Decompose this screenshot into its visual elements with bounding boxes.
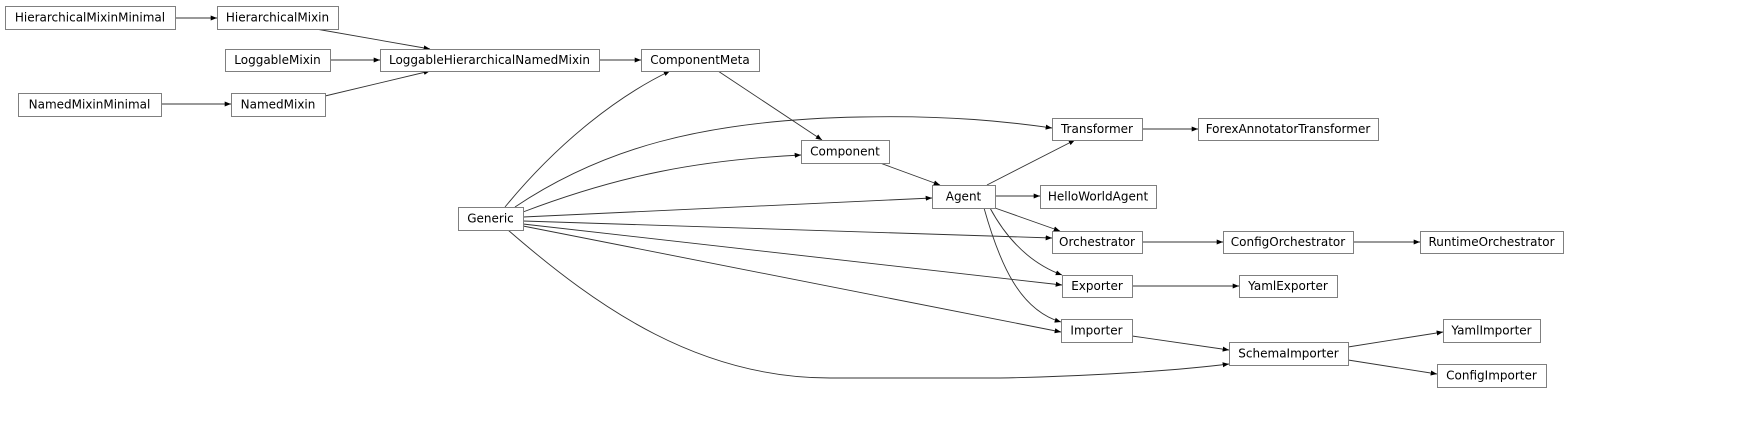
- node-config-orchestrator[interactable]: ConfigOrchestrator: [1223, 231, 1354, 254]
- node-orchestrator[interactable]: Orchestrator: [1052, 231, 1143, 254]
- node-label: Exporter: [1071, 279, 1123, 293]
- node-box: [380, 49, 600, 72]
- node-label: ConfigOrchestrator: [1231, 235, 1345, 249]
- node-loggable-mixin[interactable]: LoggableMixin: [225, 49, 331, 72]
- node-box: [1052, 231, 1143, 254]
- node-yaml-importer[interactable]: YamlImporter: [1443, 319, 1541, 343]
- edge-generic-to-exporter: [522, 223, 1063, 287]
- node-hierarchical-mixin-minimal[interactable]: HierarchicalMixinMinimal: [5, 6, 176, 30]
- node-loggable-hierarchical-named-mixin[interactable]: LoggableHierarchicalNamedMixin: [380, 49, 600, 72]
- node-box: [1198, 118, 1379, 141]
- node-label: Agent: [946, 190, 982, 204]
- node-box: [231, 93, 326, 117]
- node-box: [1052, 118, 1143, 141]
- edge-named-mixin-to-loggable-hierarchical-named-mixin: [324, 70, 431, 97]
- node-label: Transformer: [1060, 122, 1133, 136]
- edge-agent-to-transformer: [986, 139, 1076, 186]
- node-label: HelloWorldAgent: [1048, 190, 1149, 204]
- node-box: [1443, 319, 1541, 343]
- node-box: [1040, 185, 1157, 209]
- node-component[interactable]: Component: [801, 140, 890, 164]
- node-box: [458, 207, 524, 231]
- node-label: Generic: [467, 212, 514, 226]
- edge-generic-to-transformer: [514, 116, 1053, 208]
- node-box: [1223, 231, 1354, 254]
- node-hello-world-agent[interactable]: HelloWorldAgent: [1040, 185, 1157, 209]
- edge-schema-importer-to-yaml-importer: [1347, 330, 1444, 348]
- node-box: [932, 185, 996, 209]
- edge-hierarchical-mixin-to-loggable-hierarchical-named-mixin: [315, 28, 431, 51]
- node-label: ComponentMeta: [650, 53, 749, 67]
- edge-generic-to-agent: [522, 195, 933, 218]
- node-forex-annotator-transformer[interactable]: ForexAnnotatorTransformer: [1198, 118, 1379, 141]
- node-box: [1420, 231, 1564, 254]
- node-label: NamedMixinMinimal: [29, 98, 151, 112]
- node-box: [1061, 319, 1133, 343]
- node-label: RuntimeOrchestrator: [1428, 235, 1554, 249]
- node-label: Component: [810, 145, 880, 159]
- node-label: SchemaImporter: [1238, 347, 1338, 361]
- node-importer[interactable]: Importer: [1061, 319, 1133, 343]
- node-box: [1437, 364, 1547, 388]
- node-label: HierarchicalMixin: [226, 11, 329, 25]
- edge-agent-to-exporter: [989, 207, 1063, 276]
- node-named-mixin[interactable]: NamedMixin: [231, 93, 326, 117]
- node-box: [18, 93, 162, 117]
- node-label: NamedMixin: [241, 98, 316, 112]
- node-box: [801, 140, 890, 164]
- node-box: [1229, 342, 1349, 366]
- node-named-mixin-minimal[interactable]: NamedMixinMinimal: [18, 93, 162, 117]
- node-box: [1062, 275, 1133, 298]
- node-label: ForexAnnotatorTransformer: [1206, 122, 1371, 136]
- node-label: YamlImporter: [1450, 324, 1531, 338]
- edge-importer-to-schema-importer: [1131, 335, 1230, 352]
- node-label: Importer: [1070, 324, 1122, 338]
- node-transformer[interactable]: Transformer: [1052, 118, 1143, 141]
- node-box: [217, 6, 339, 30]
- node-label: Orchestrator: [1059, 235, 1135, 249]
- node-agent[interactable]: Agent: [932, 185, 996, 209]
- node-label: YamlExporter: [1247, 279, 1328, 293]
- node-runtime-orchestrator[interactable]: RuntimeOrchestrator: [1420, 231, 1564, 254]
- node-label: LoggableMixin: [234, 53, 320, 67]
- node-exporter[interactable]: Exporter: [1062, 275, 1133, 298]
- edge-schema-importer-to-config-importer: [1347, 359, 1438, 376]
- node-schema-importer[interactable]: SchemaImporter: [1229, 342, 1349, 366]
- node-box: [1239, 275, 1338, 298]
- node-generic[interactable]: Generic: [458, 207, 524, 231]
- edge-agent-to-importer: [983, 207, 1062, 323]
- node-yaml-exporter[interactable]: YamlExporter: [1239, 275, 1338, 298]
- edge-generic-to-component: [522, 152, 802, 213]
- node-label: ConfigImporter: [1446, 369, 1537, 383]
- node-box: [5, 6, 176, 30]
- edge-generic-to-importer: [522, 225, 1062, 334]
- node-label: LoggableHierarchicalNamedMixin: [389, 53, 590, 67]
- node-hierarchical-mixin[interactable]: HierarchicalMixin: [217, 6, 339, 30]
- node-box: [641, 49, 760, 72]
- edge-agent-to-orchestrator: [994, 207, 1061, 232]
- node-label: HierarchicalMixinMinimal: [15, 11, 165, 25]
- edge-generic-to-component-meta: [504, 70, 671, 208]
- edge-component-to-agent: [879, 162, 941, 186]
- edge-generic-to-orchestrator: [522, 220, 1053, 241]
- edge-generic-to-schema-importer: [507, 229, 1230, 379]
- node-component-meta[interactable]: ComponentMeta: [641, 49, 760, 72]
- node-config-importer[interactable]: ConfigImporter: [1437, 364, 1547, 388]
- edge-component-meta-to-component: [717, 70, 823, 141]
- node-box: [225, 49, 331, 72]
